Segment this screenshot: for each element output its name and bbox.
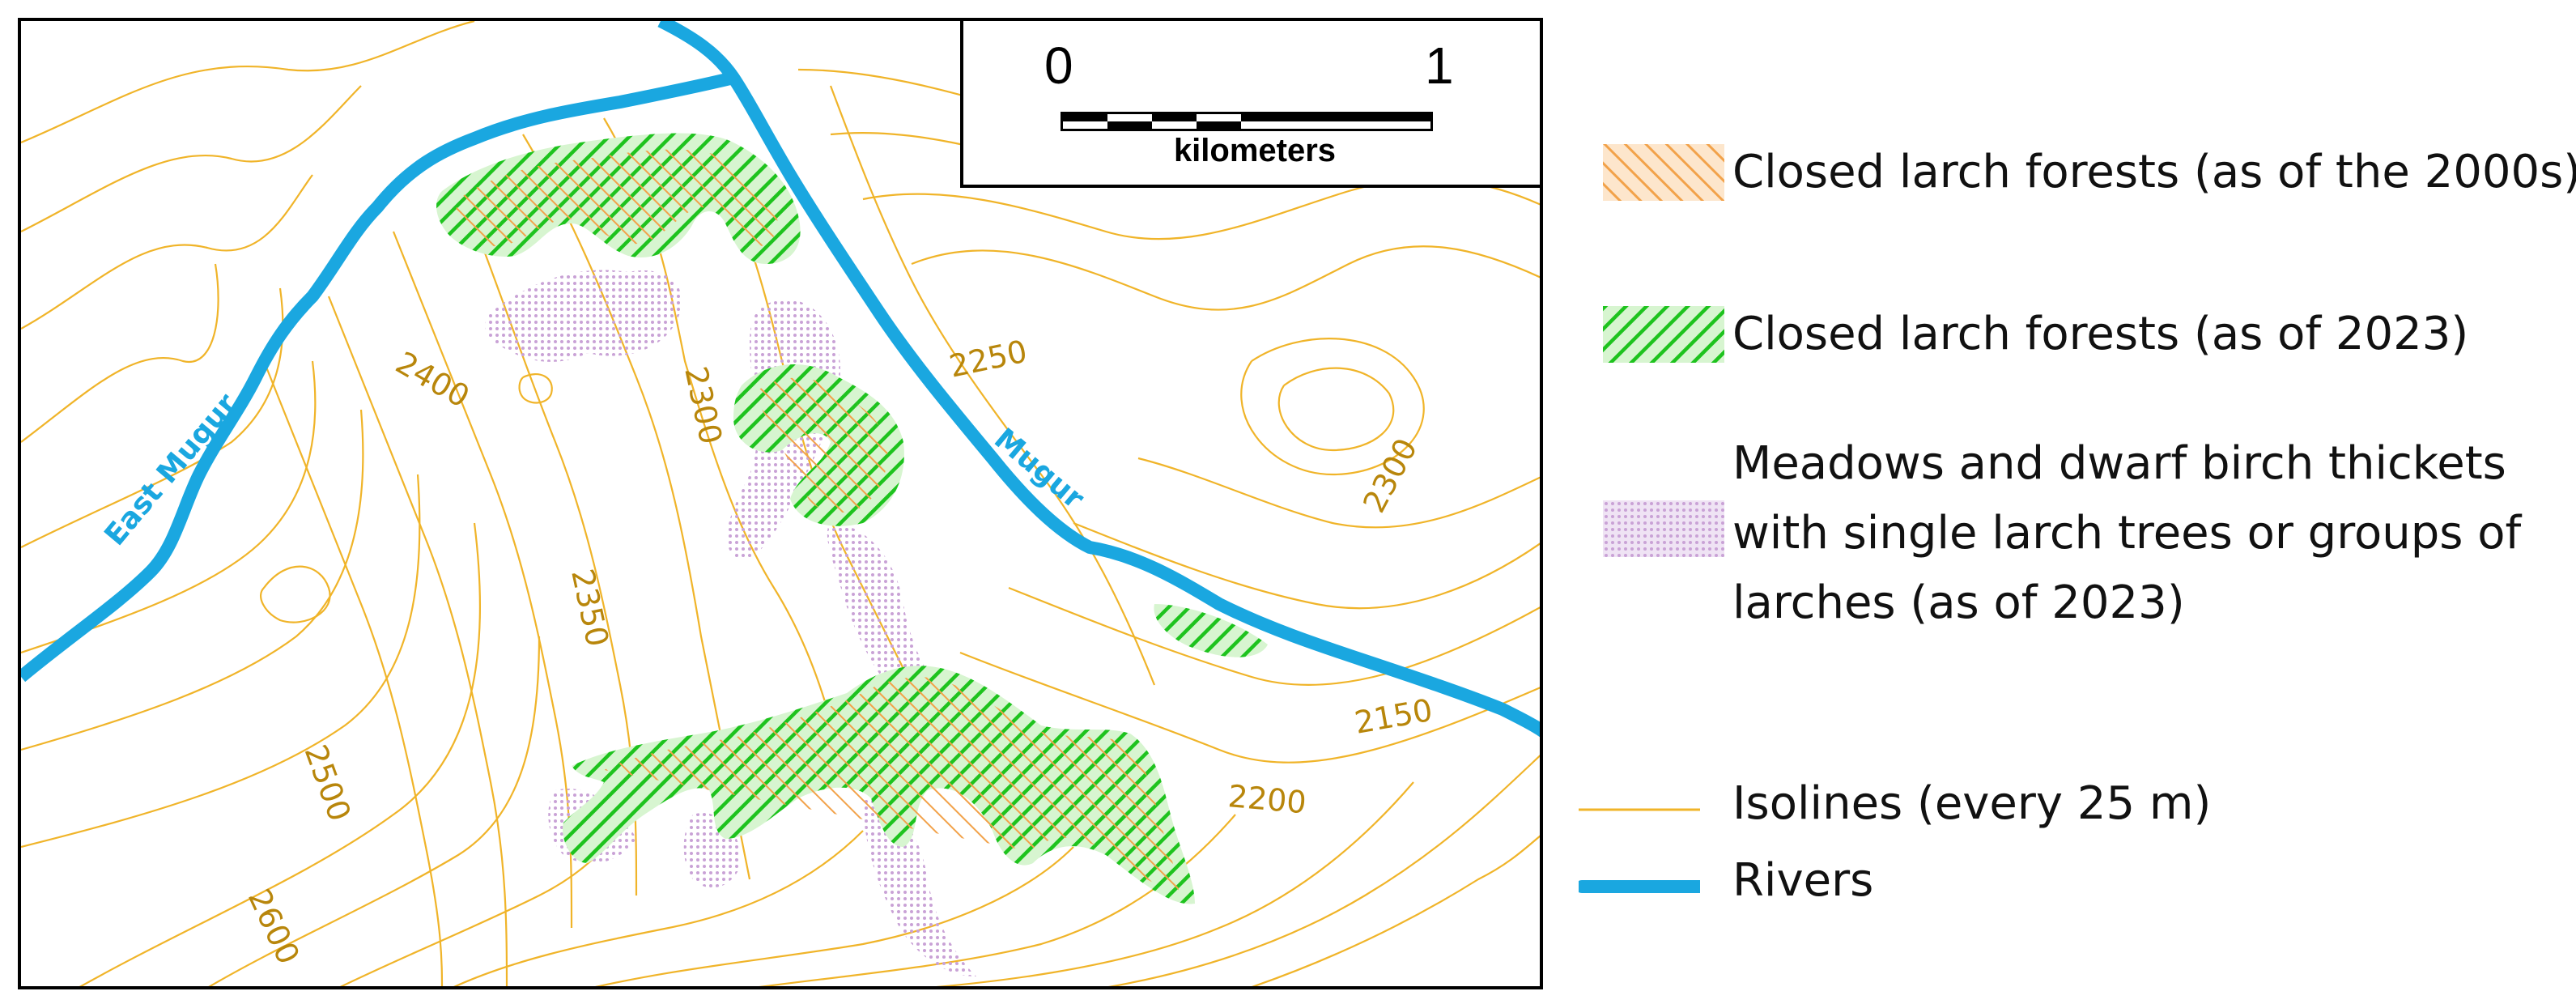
- contour-label-2500: 2500: [298, 740, 358, 826]
- forest-area: [454, 149, 778, 247]
- isoline: [21, 21, 475, 144]
- orange-hatch-swatch: [1603, 144, 1724, 201]
- contour-label-2300-east: 2300: [1356, 432, 1424, 518]
- isoline: [21, 409, 364, 751]
- isoline: [518, 373, 553, 404]
- river-mugur: [657, 21, 1540, 738]
- isoline: [262, 360, 444, 986]
- isoline: [1277, 367, 1395, 452]
- isoline: [829, 85, 1156, 686]
- isoline: [1252, 835, 1540, 986]
- isoline: [208, 636, 541, 986]
- contour-label-2350: 2350: [564, 566, 615, 650]
- contour-label-2400: 2400: [390, 345, 476, 415]
- isoline: [911, 245, 1540, 311]
- legend: Closed larch forests (as of the 2000s) C…: [1571, 121, 2576, 996]
- contour-label-2300-west: 2300: [678, 364, 729, 448]
- isoline: [1073, 521, 1540, 610]
- contour-label-2250: 2250: [946, 334, 1031, 385]
- isoline: [1008, 586, 1540, 686]
- contour-label-2600: 2600: [241, 883, 307, 969]
- legend-label-meadows-line-3: larches (as of 2023): [1732, 576, 2185, 629]
- meadow-area: [863, 798, 976, 976]
- legend-label-meadows-line-1: Meadows and dwarf birch thickets: [1732, 437, 2506, 490]
- meadow-areas: [485, 270, 976, 976]
- isoline: [959, 651, 1540, 764]
- isoline: [259, 565, 331, 623]
- forest-area: [604, 677, 1179, 891]
- isoline: [595, 846, 1074, 986]
- isoline: [21, 85, 362, 232]
- scale-bar-box: 0 1 kilometers: [960, 21, 1540, 188]
- legend-label-meadows-line-2: with single larch trees or groups of: [1732, 507, 2522, 559]
- isoline: [79, 522, 482, 986]
- isoline: [21, 360, 317, 654]
- scale-bar: [1061, 112, 1433, 131]
- legend-label-isolines: Isolines (every 25 m): [1732, 777, 2212, 830]
- forest-area: [1154, 604, 1268, 657]
- river-labels: Mugur East Mugur: [98, 388, 1090, 552]
- isoline: [1240, 338, 1425, 476]
- scale-start: 0: [1044, 36, 1073, 95]
- contour-line-swatch: [1579, 808, 1700, 811]
- isoline: [936, 781, 1414, 986]
- green-hatch-swatch: [1603, 306, 1724, 363]
- meadow-area: [485, 270, 682, 362]
- isoline: [21, 474, 421, 849]
- legend-label-forest-2000s: Closed larch forests (as of the 2000s): [1732, 146, 2576, 198]
- isoline: [21, 263, 219, 443]
- isoline: [862, 178, 1540, 240]
- forest-areas: [436, 133, 1268, 904]
- meadow-area: [827, 523, 968, 728]
- legend-label-rivers: Rivers: [1732, 854, 1874, 907]
- map-frame: 2250 2300 2400 2300 2350 2500 2600 2200 …: [18, 18, 1543, 989]
- topographic-map: 2250 2300 2400 2300 2350 2500 2600 2200 …: [21, 21, 1540, 986]
- isoline: [1107, 755, 1540, 986]
- legend-label-forest-2023: Closed larch forests (as of 2023): [1732, 308, 2469, 360]
- isoline: [21, 174, 313, 330]
- isoline: [453, 830, 864, 986]
- isoline: [327, 296, 508, 986]
- river-east-mugur: [21, 71, 735, 683]
- scale-end: 1: [1425, 36, 1454, 95]
- pink-dots-swatch: [1603, 500, 1724, 557]
- forest-area: [754, 377, 888, 513]
- contour-label-2150: 2150: [1352, 692, 1435, 741]
- isoline: [1137, 457, 1540, 529]
- scale-unit-label: kilometers: [1173, 133, 1337, 168]
- rivers: [21, 21, 1540, 738]
- river-line-swatch: [1579, 880, 1700, 893]
- isoline: [21, 287, 284, 548]
- contour-label-2200: 2200: [1226, 778, 1307, 820]
